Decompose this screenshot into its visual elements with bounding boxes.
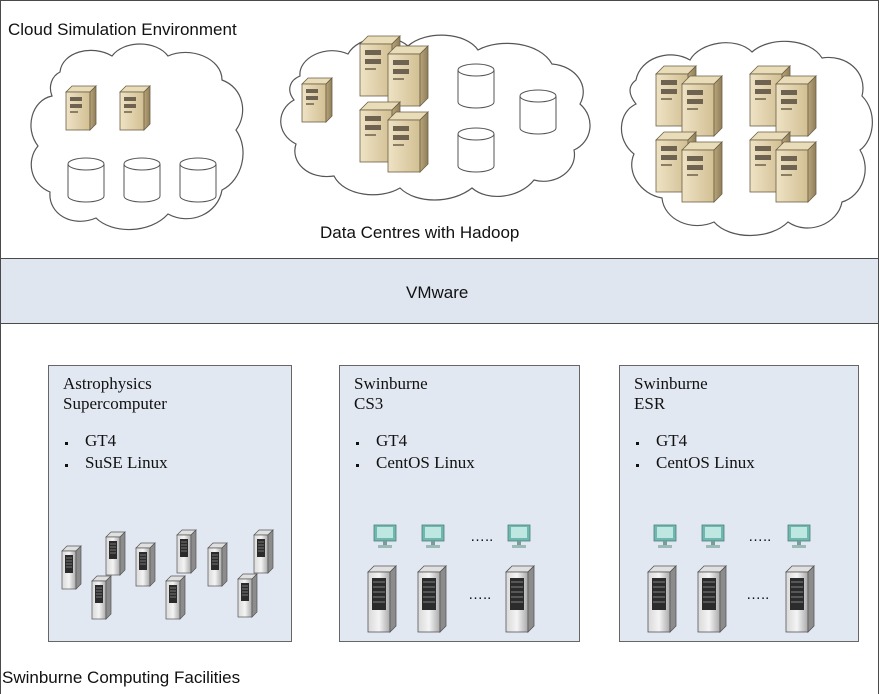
vmware-label: VMware xyxy=(406,283,469,302)
software-item: GT4 xyxy=(636,430,755,452)
server-tower-icon xyxy=(135,542,156,587)
server-tower-icon xyxy=(207,542,228,587)
server-rack-icon xyxy=(785,565,815,633)
esr-monitor-ellipsis: ….. xyxy=(748,528,772,545)
software-list: GT4 CentOS Linux xyxy=(636,430,755,474)
monitor-icon xyxy=(701,524,725,549)
server-tower-icon xyxy=(253,529,274,574)
vmware-layer xyxy=(0,258,879,324)
software-item: SuSE Linux xyxy=(65,452,168,474)
server-tower-icon xyxy=(61,545,82,590)
server-rack-icon xyxy=(697,565,727,633)
server-rack-icon xyxy=(505,565,535,633)
cloud-illustration xyxy=(30,34,873,237)
monitor-icon xyxy=(507,524,531,549)
facility-name: Astrophysics Supercomputer xyxy=(63,374,167,413)
software-item: GT4 xyxy=(65,430,168,452)
server-tower-icon xyxy=(105,531,126,576)
software-item: CentOS Linux xyxy=(636,452,755,474)
cloud-icon xyxy=(280,34,591,201)
software-list: GT4 SuSE Linux xyxy=(65,430,168,474)
monitor-icon xyxy=(373,524,397,549)
software-item: GT4 xyxy=(356,430,475,452)
software-item: CentOS Linux xyxy=(356,452,475,474)
cs3-server-ellipsis: ….. xyxy=(468,586,492,603)
cloud-caption: Data Centres with Hadoop xyxy=(320,223,520,242)
server-rack-icon xyxy=(367,565,397,633)
server-rack-icon xyxy=(647,565,677,633)
server-tower-icon xyxy=(176,529,197,574)
server-rack-icon xyxy=(417,565,447,633)
facility-name: Swinburne ESR xyxy=(634,374,708,413)
esr-server-ellipsis: ….. xyxy=(746,586,770,603)
monitor-icon xyxy=(653,524,677,549)
facility-name: Swinburne CS3 xyxy=(354,374,428,413)
cloud-panel-title: Cloud Simulation Environment xyxy=(8,20,237,39)
server-tower-icon xyxy=(91,575,112,620)
software-list: GT4 CentOS Linux xyxy=(356,430,475,474)
server-tower-icon xyxy=(237,573,258,618)
server-tower-icon xyxy=(165,575,186,620)
monitor-icon xyxy=(787,524,811,549)
facilities-panel-title: Swinburne Computing Facilities xyxy=(2,668,241,687)
monitor-icon xyxy=(421,524,445,549)
cs3-monitor-ellipsis: ….. xyxy=(470,528,494,545)
